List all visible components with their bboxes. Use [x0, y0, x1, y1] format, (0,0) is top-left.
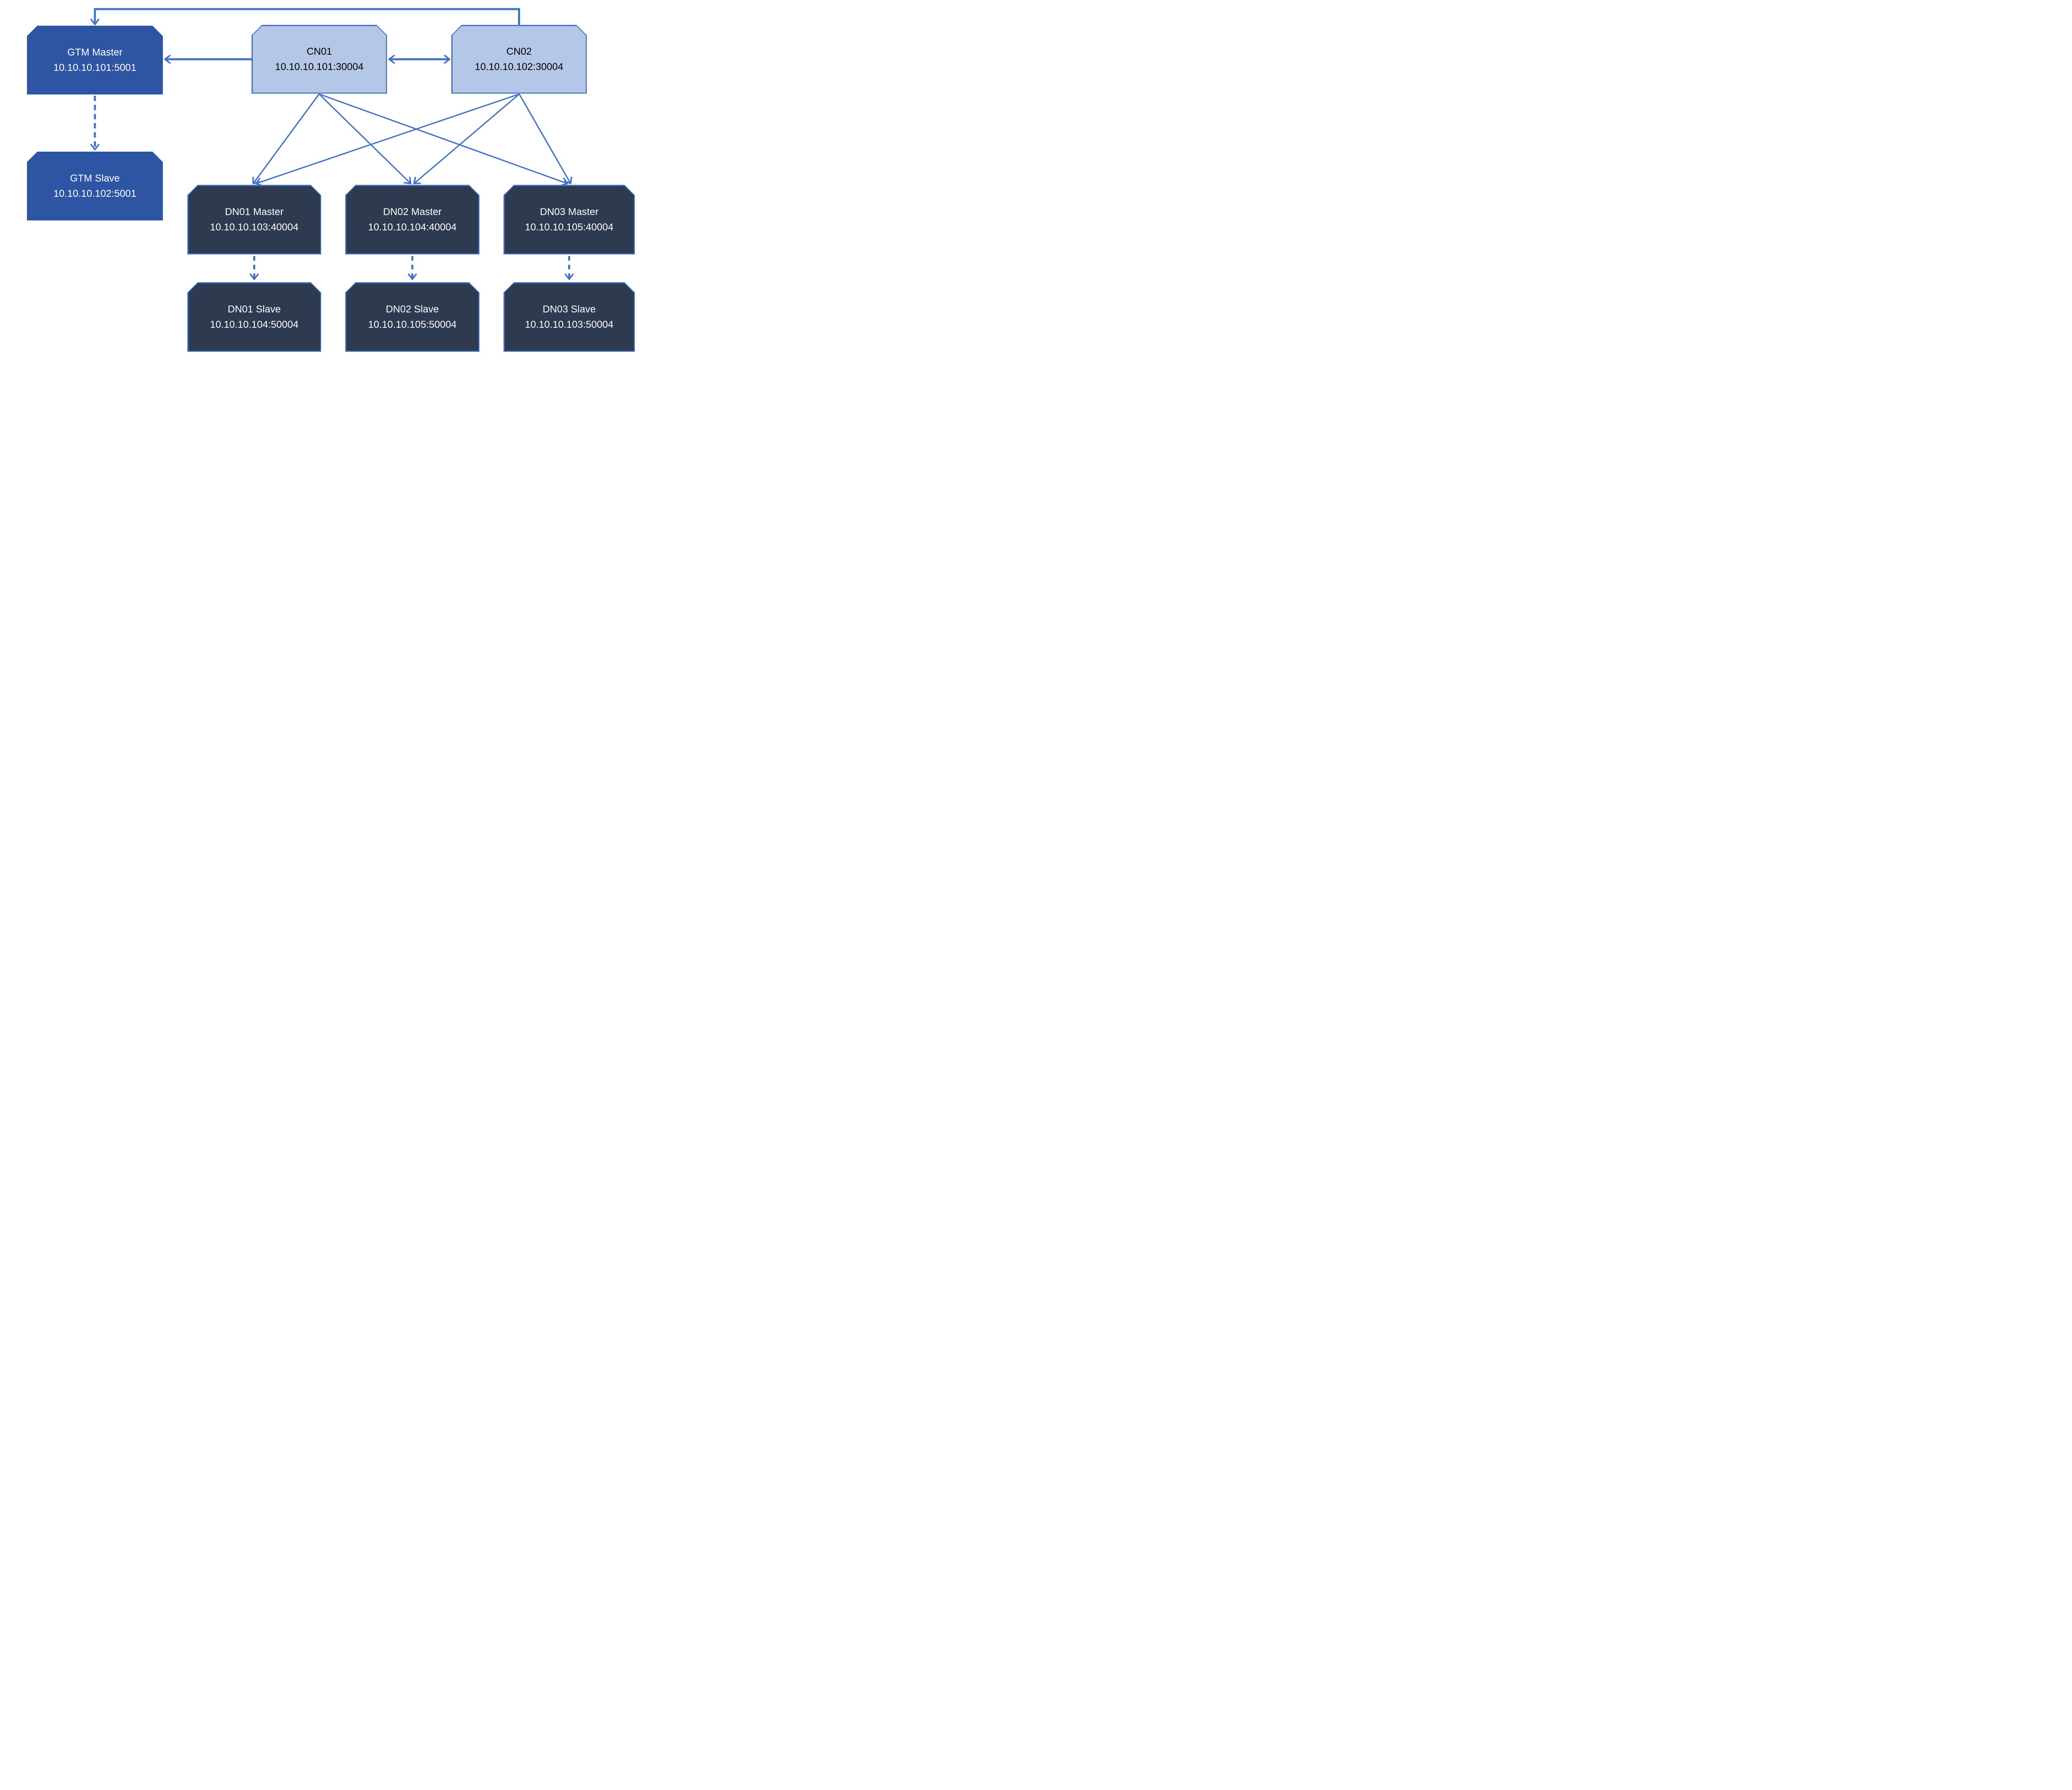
- edge-cn02-to-gtm-master: [90, 8, 520, 25]
- node-cn02: CN02 10.10.10.102:30004: [451, 25, 587, 94]
- node-title: DN01 Slave: [228, 304, 281, 315]
- node-dn01-slave: DN01 Slave 10.10.10.104:50004: [187, 282, 321, 352]
- node-title: GTM Slave: [70, 173, 120, 184]
- node-cn01: CN01 10.10.10.101:30004: [252, 25, 387, 94]
- node-title: DN03 Master: [540, 206, 599, 218]
- node-body: [28, 27, 162, 94]
- node-gtm-master: GTM Master 10.10.10.101:5001: [27, 26, 163, 94]
- node-address: 10.10.10.101:5001: [53, 62, 137, 73]
- node-body: [505, 186, 634, 254]
- node-address: 10.10.10.103:40004: [210, 222, 299, 233]
- node-address: 10.10.10.102:30004: [474, 61, 564, 73]
- node-dn02-master: DN02 Master 10.10.10.104:40004: [345, 185, 479, 254]
- node-body: [346, 186, 479, 254]
- node-body: [189, 283, 320, 351]
- node-title: CN02: [506, 46, 532, 57]
- edge-cn01-to-dn01-master: [252, 94, 320, 184]
- node-address: 10.10.10.101:30004: [275, 61, 364, 73]
- node-dn03-master: DN03 Master 10.10.10.105:40004: [503, 185, 635, 254]
- diagram-canvas: GTM Master 10.10.10.101:5001 GTM Slave 1…: [0, 0, 637, 358]
- node-title: DN02 Slave: [385, 304, 439, 315]
- node-body: [453, 26, 586, 93]
- node-gtm-slave: GTM Slave 10.10.10.102:5001: [27, 152, 163, 220]
- node-address: 10.10.10.103:50004: [525, 319, 614, 330]
- node-body: [28, 153, 162, 220]
- node-title: CN01: [306, 46, 332, 57]
- node-title: DN03 Slave: [542, 304, 596, 315]
- node-address: 10.10.10.102:5001: [53, 188, 137, 199]
- node-address: 10.10.10.104:40004: [368, 222, 457, 233]
- node-dn01-master: DN01 Master 10.10.10.103:40004: [187, 185, 321, 254]
- node-address: 10.10.10.105:50004: [368, 319, 457, 330]
- node-title: DN02 Master: [383, 206, 442, 218]
- edge-cn02-to-dn02-master: [413, 93, 520, 184]
- edge-cn01-to-dn02-master: [318, 93, 411, 184]
- edge-cn01-to-dn03-master: [319, 93, 568, 186]
- node-dn03-slave: DN03 Slave 10.10.10.103:50004: [503, 282, 635, 352]
- node-address: 10.10.10.104:50004: [210, 319, 299, 330]
- node-body: [346, 283, 479, 351]
- node-body: [253, 26, 386, 93]
- node-title: DN01 Master: [225, 206, 284, 218]
- node-address: 10.10.10.105:40004: [525, 222, 614, 233]
- node-body: [189, 186, 320, 254]
- edge-cn02-to-dn01-master: [255, 93, 520, 186]
- node-dn02-slave: DN02 Slave 10.10.10.105:50004: [345, 282, 479, 352]
- node-body: [505, 283, 634, 351]
- edge-cn02-to-dn03-master: [518, 94, 572, 184]
- node-title: GTM Master: [67, 47, 123, 58]
